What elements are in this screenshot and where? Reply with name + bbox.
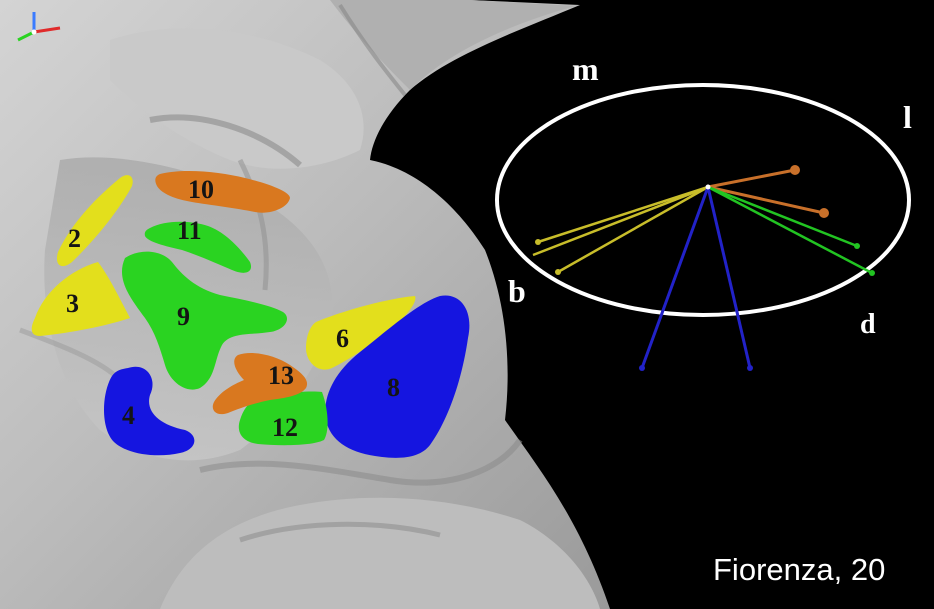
vector-green-2-tip [869, 270, 875, 276]
direction-label-m: m [572, 51, 599, 87]
facet-8-label: 8 [387, 373, 400, 402]
direction-label-b: b [508, 273, 526, 309]
vector-yellow-3-tip [555, 269, 561, 275]
facet-4-label: 4 [122, 401, 135, 430]
facet-11-label: 11 [177, 216, 202, 245]
facet-6-label: 6 [336, 324, 349, 353]
vector-blue-1-tip [639, 365, 645, 371]
facet-13-label: 13 [268, 361, 294, 390]
facet-2-label: 2 [68, 224, 81, 253]
facet-9-label: 9 [177, 302, 190, 331]
author-credit: Fiorenza, 20 [713, 552, 885, 588]
vector-orange-1-tip [790, 165, 800, 175]
facet-12-label: 12 [272, 413, 298, 442]
vector-orange-2-tip [819, 208, 829, 218]
vector-origin [706, 185, 711, 190]
vector-blue-2-tip [747, 365, 753, 371]
direction-label-d: d [860, 309, 876, 340]
vector-green-1-tip [854, 243, 860, 249]
facet-10-label: 10 [188, 175, 214, 204]
vector-yellow-1-tip [535, 239, 541, 245]
facet-3-label: 3 [66, 289, 79, 318]
direction-label-l: l [903, 99, 912, 135]
